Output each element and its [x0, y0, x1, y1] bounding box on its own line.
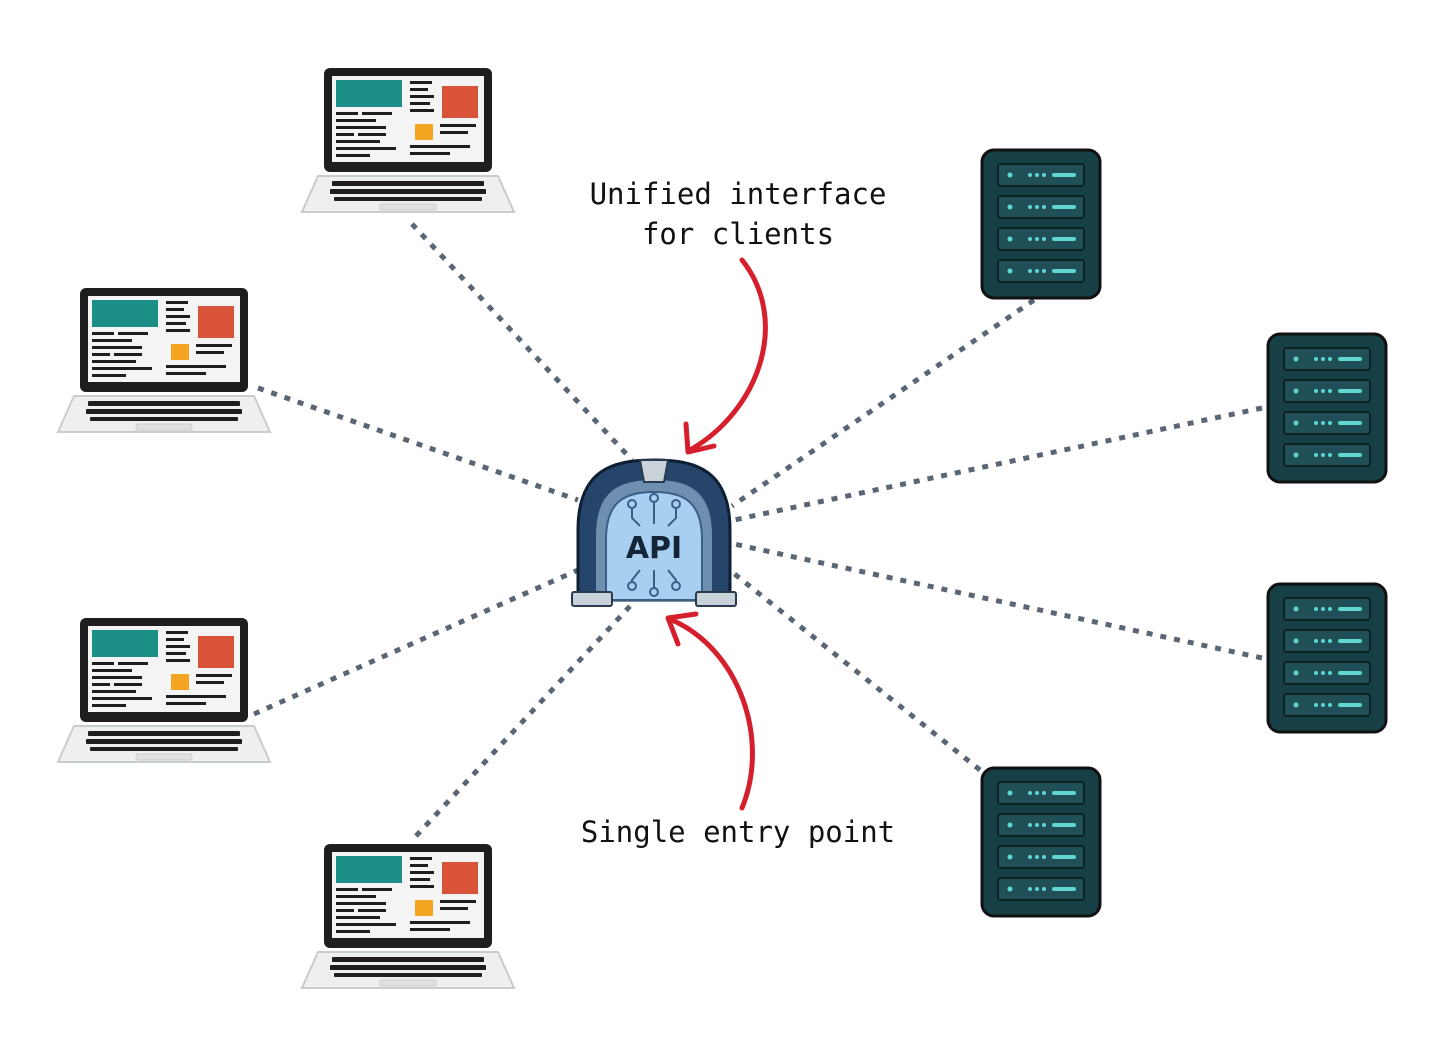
gateway-label: API: [626, 531, 682, 566]
connector-server-4: [730, 570, 982, 772]
server-rack-icon: [980, 766, 1102, 918]
client-laptop-1: [301, 67, 515, 213]
annotation-single-entry-point: Single entry point: [581, 815, 895, 849]
server-rack-icon: [1266, 582, 1388, 734]
connector-client-4: [414, 602, 634, 838]
connector-server-3: [733, 541, 1263, 661]
annotation-unified-interface-line1: Unified interface: [590, 177, 887, 211]
connector-server-2: [733, 405, 1263, 523]
arrow-top: [687, 257, 768, 453]
server-rack-icon: [980, 148, 1102, 300]
server-1: [980, 148, 1102, 300]
connectors: [252, 222, 1263, 838]
arrow-bottom-head: [665, 611, 699, 647]
annotation-unified-interface-line2: for clients: [642, 217, 834, 251]
laptop-icon: [301, 67, 515, 213]
arrow-top-head: [683, 421, 717, 455]
connector-server-1: [730, 297, 1036, 509]
server-3: [1266, 582, 1388, 734]
client-laptop-2: [57, 287, 271, 433]
connector-client-1: [410, 222, 634, 462]
client-laptop-3: [57, 617, 271, 763]
connector-client-2: [257, 385, 579, 503]
server-rack-icon: [1266, 332, 1388, 484]
client-laptop-4: [301, 843, 515, 989]
api-gateway: API: [571, 458, 737, 607]
laptop-icon: [301, 843, 515, 989]
annotation-arrows: [665, 257, 768, 811]
laptop-icon: [57, 617, 271, 763]
server-4: [980, 766, 1102, 918]
connector-client-3: [252, 567, 580, 717]
api-gateway-arch-icon: [571, 458, 737, 607]
arrow-bottom: [669, 617, 755, 811]
laptop-icon: [57, 287, 271, 433]
server-2: [1266, 332, 1388, 484]
